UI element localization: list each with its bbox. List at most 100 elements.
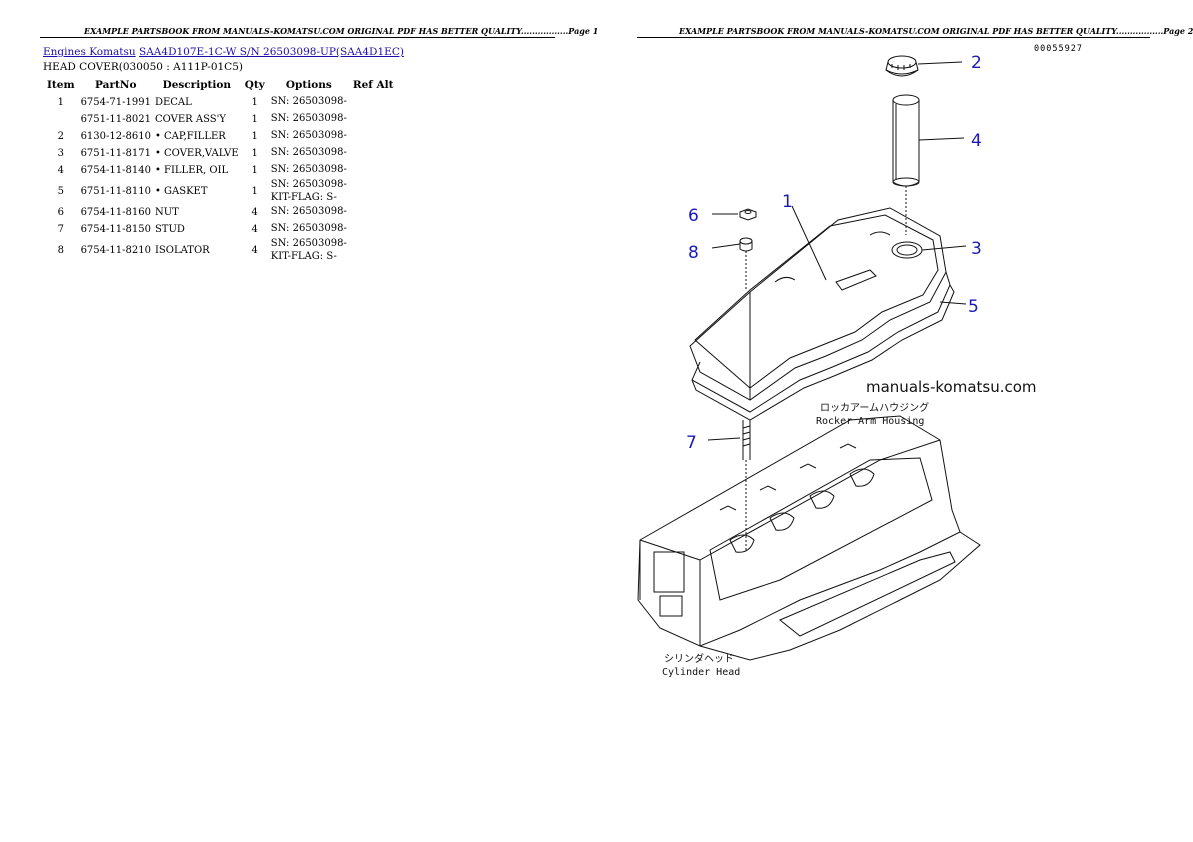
- cell-ref-alt: [349, 179, 398, 204]
- cell-ref-alt: [349, 94, 398, 111]
- cell-description: ISOLATOR: [154, 244, 210, 256]
- parts-table: Item PartNo Description Qty Options Ref …: [43, 76, 397, 263]
- section-title: HEAD COVER(030050 : A111P-01C5): [43, 61, 243, 73]
- cell-description: • COVER,VALVE: [154, 147, 239, 159]
- cell-partno: 6754-11-8160: [80, 206, 151, 218]
- breadcrumb-link-engines[interactable]: Engines Komatsu: [43, 46, 136, 58]
- rocker-arm-label-jp: ロッカアームハウジング: [820, 401, 929, 414]
- cell-ref-alt: [349, 128, 398, 145]
- cell-options: SN: 26503098-KIT-FLAG: S-: [269, 238, 349, 263]
- cell-options: SN: 26503098-: [269, 145, 349, 162]
- exploded-diagram: 1 2 3 4 5 6 7 8 manuals-komatsu.com ロッカア…: [637, 53, 1037, 678]
- cell-item: 3: [57, 147, 64, 159]
- table-row: 5 6751-11-8110• GASKET 1 SN: 26503098-KIT-F…: [43, 179, 397, 204]
- cell-item: 5: [57, 185, 64, 197]
- cell-description: • GASKET: [154, 185, 208, 197]
- breadcrumb-link-model[interactable]: SAA4D107E-1C-W S/N 26503098-UP(SAA4D1EC): [139, 46, 404, 58]
- cell-options: SN: 26503098-: [269, 221, 349, 238]
- cell-item: 8: [57, 244, 64, 256]
- cell-ref-alt: [349, 162, 398, 179]
- option-sn: SN: 26503098-: [270, 96, 347, 108]
- nut-drawing: [739, 208, 757, 221]
- option-sn: SN: 26503098-: [270, 206, 347, 218]
- col-ref-alt: Ref Alt: [352, 79, 394, 91]
- page1-header: EXAMPLE PARTSBOOK FROM MANUALS-KOMATSU.C…: [84, 26, 599, 36]
- cell-ref-alt: [349, 145, 398, 162]
- stud-drawing: [742, 420, 751, 550]
- cell-qty: 4: [251, 206, 258, 218]
- oil-filler-drawing: [892, 94, 920, 235]
- cell-item: 6: [57, 206, 64, 218]
- cell-description: DECAL: [154, 96, 192, 108]
- callout-3: 3: [971, 239, 982, 259]
- cell-qty: 1: [251, 147, 258, 159]
- option-sn: SN: 26503098-: [270, 223, 347, 235]
- cell-item: [43, 111, 79, 128]
- cell-description: NUT: [154, 206, 179, 218]
- cell-description: • CAP,FILLER: [154, 130, 226, 142]
- option-sn: SN: 26503098-: [270, 164, 347, 176]
- table-header-row: Item PartNo Description Qty Options Ref …: [43, 76, 397, 94]
- page2-header: EXAMPLE PARTSBOOK FROM MANUALS-KOMATSU.C…: [679, 26, 1193, 36]
- option-sn: SN: 26503098-: [270, 130, 347, 142]
- col-options: Options: [285, 79, 332, 91]
- head-cover-drawing: [689, 207, 955, 421]
- cell-qty: 4: [251, 244, 258, 256]
- cell-partno: 6751-11-8110: [80, 185, 151, 197]
- callout-5: 5: [968, 297, 979, 317]
- cell-options: SN: 26503098-: [269, 128, 349, 145]
- cell-partno: 6754-71-1991: [80, 96, 151, 108]
- cell-item: 4: [57, 164, 64, 176]
- cylinder-head-label-en: Cylinder Head: [662, 667, 740, 678]
- option-sn: SN: 26503098-: [270, 238, 347, 249]
- callout-8: 8: [688, 243, 699, 263]
- cell-qty: 1: [251, 113, 258, 125]
- cell-options: SN: 26503098-: [269, 204, 349, 221]
- page1-header-rule: [40, 37, 555, 38]
- callout-7: 7: [686, 433, 697, 453]
- cell-qty: 1: [251, 96, 258, 108]
- cylinder-head-label-jp: シリンダヘッド: [664, 652, 734, 665]
- isolator-drawing: [739, 237, 753, 290]
- cell-ref-alt: [349, 221, 398, 238]
- cell-qty: 1: [251, 164, 258, 176]
- cell-qty: 1: [251, 185, 258, 197]
- col-item: Item: [47, 79, 75, 91]
- callout-2: 2: [971, 53, 982, 73]
- table-row: 2 6130-12-8610• CAP,FILLER 1 SN: 26503098-: [43, 128, 397, 145]
- cell-options: SN: 26503098-KIT-FLAG: S-: [269, 179, 349, 204]
- option-sn: SN: 26503098-: [270, 113, 347, 125]
- cell-partno: 6130-12-8610: [80, 130, 151, 142]
- cell-item: 7: [57, 223, 64, 235]
- cell-description: STUD: [154, 223, 185, 235]
- col-description: Description: [162, 79, 232, 91]
- cylinder-head-drawing: [637, 415, 981, 661]
- option-kit-flag: KIT-FLAG: S-: [270, 250, 337, 262]
- cell-qty: 4: [251, 223, 258, 235]
- leader-lines: [707, 61, 967, 441]
- cell-ref-alt: [349, 204, 398, 221]
- watermark: manuals-komatsu.com: [866, 378, 1037, 396]
- diagram-number: 00055927: [1034, 44, 1083, 54]
- option-sn: SN: 26503098-: [270, 147, 347, 159]
- cap-filler-drawing: [885, 55, 919, 77]
- page2-header-rule: [637, 37, 1150, 38]
- cell-ref-alt: [349, 111, 398, 128]
- cell-qty: 1: [251, 130, 258, 142]
- option-sn: SN: 26503098-: [270, 179, 347, 190]
- col-partno: PartNo: [95, 79, 137, 91]
- cell-options: SN: 26503098-: [269, 162, 349, 179]
- breadcrumb: Engines Komatsu SAA4D107E-1C-W S/N 26503…: [43, 46, 404, 58]
- cell-description: • FILLER, OIL: [154, 164, 229, 176]
- callout-1: 1: [782, 192, 793, 212]
- cell-options: SN: 26503098-: [269, 94, 349, 111]
- rocker-arm-label-en: Rocker Arm Housing: [816, 416, 924, 427]
- cell-item: 2: [57, 130, 64, 142]
- callout-6: 6: [688, 206, 699, 226]
